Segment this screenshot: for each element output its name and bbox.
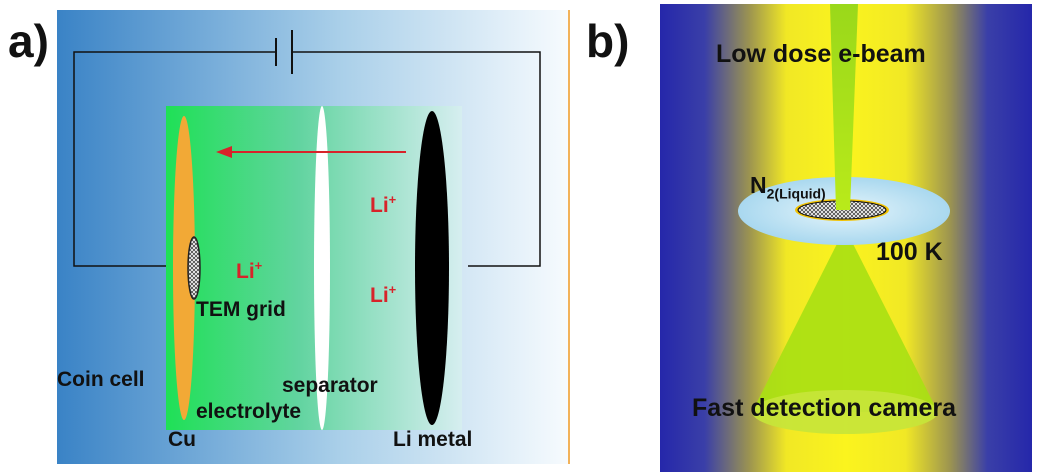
e-beam-label: Low dose e-beam (716, 40, 926, 68)
cu-electrode (173, 116, 195, 420)
separator-label: separator (282, 374, 378, 397)
camera-label: Fast detection camera (692, 394, 956, 422)
coin-cell-label: Coin cell (57, 368, 145, 391)
li-ion-symbol: Li (370, 284, 389, 307)
panel-b-letter: b) (586, 15, 630, 67)
li-ion-label-bottom: Li+ (370, 282, 396, 308)
battery-icon (275, 30, 293, 74)
li-metal-label: Li metal (393, 428, 473, 451)
temperature-label: 100 K (876, 238, 943, 266)
cu-label: Cu (168, 428, 196, 451)
panel-a-letter: a) (8, 15, 49, 67)
n2-symbol: N (750, 172, 767, 198)
electron-beam (830, 4, 858, 210)
tem-grid-icon (187, 236, 201, 300)
li-ion-charge: + (388, 192, 397, 207)
separator-membrane (314, 106, 330, 430)
circuit-wire (73, 51, 541, 267)
n2-liquid-label: N2(Liquid) (750, 172, 826, 202)
li-metal-electrode (415, 111, 449, 425)
li-ion-flow-arrow (216, 146, 406, 158)
li-ion-symbol: Li (370, 194, 389, 217)
li-ion-label-top: Li+ (370, 192, 396, 218)
electrolyte-label: electrolyte (196, 400, 302, 423)
n2-subscript: 2(Liquid) (766, 185, 826, 202)
li-ion-charge: + (388, 282, 397, 297)
tem-grid-label: TEM grid (196, 298, 286, 321)
detection-cone (752, 228, 938, 434)
li-ion-symbol: Li (236, 260, 255, 283)
li-ion-label-mid: Li+ (236, 258, 262, 284)
li-ion-charge: + (254, 258, 263, 273)
